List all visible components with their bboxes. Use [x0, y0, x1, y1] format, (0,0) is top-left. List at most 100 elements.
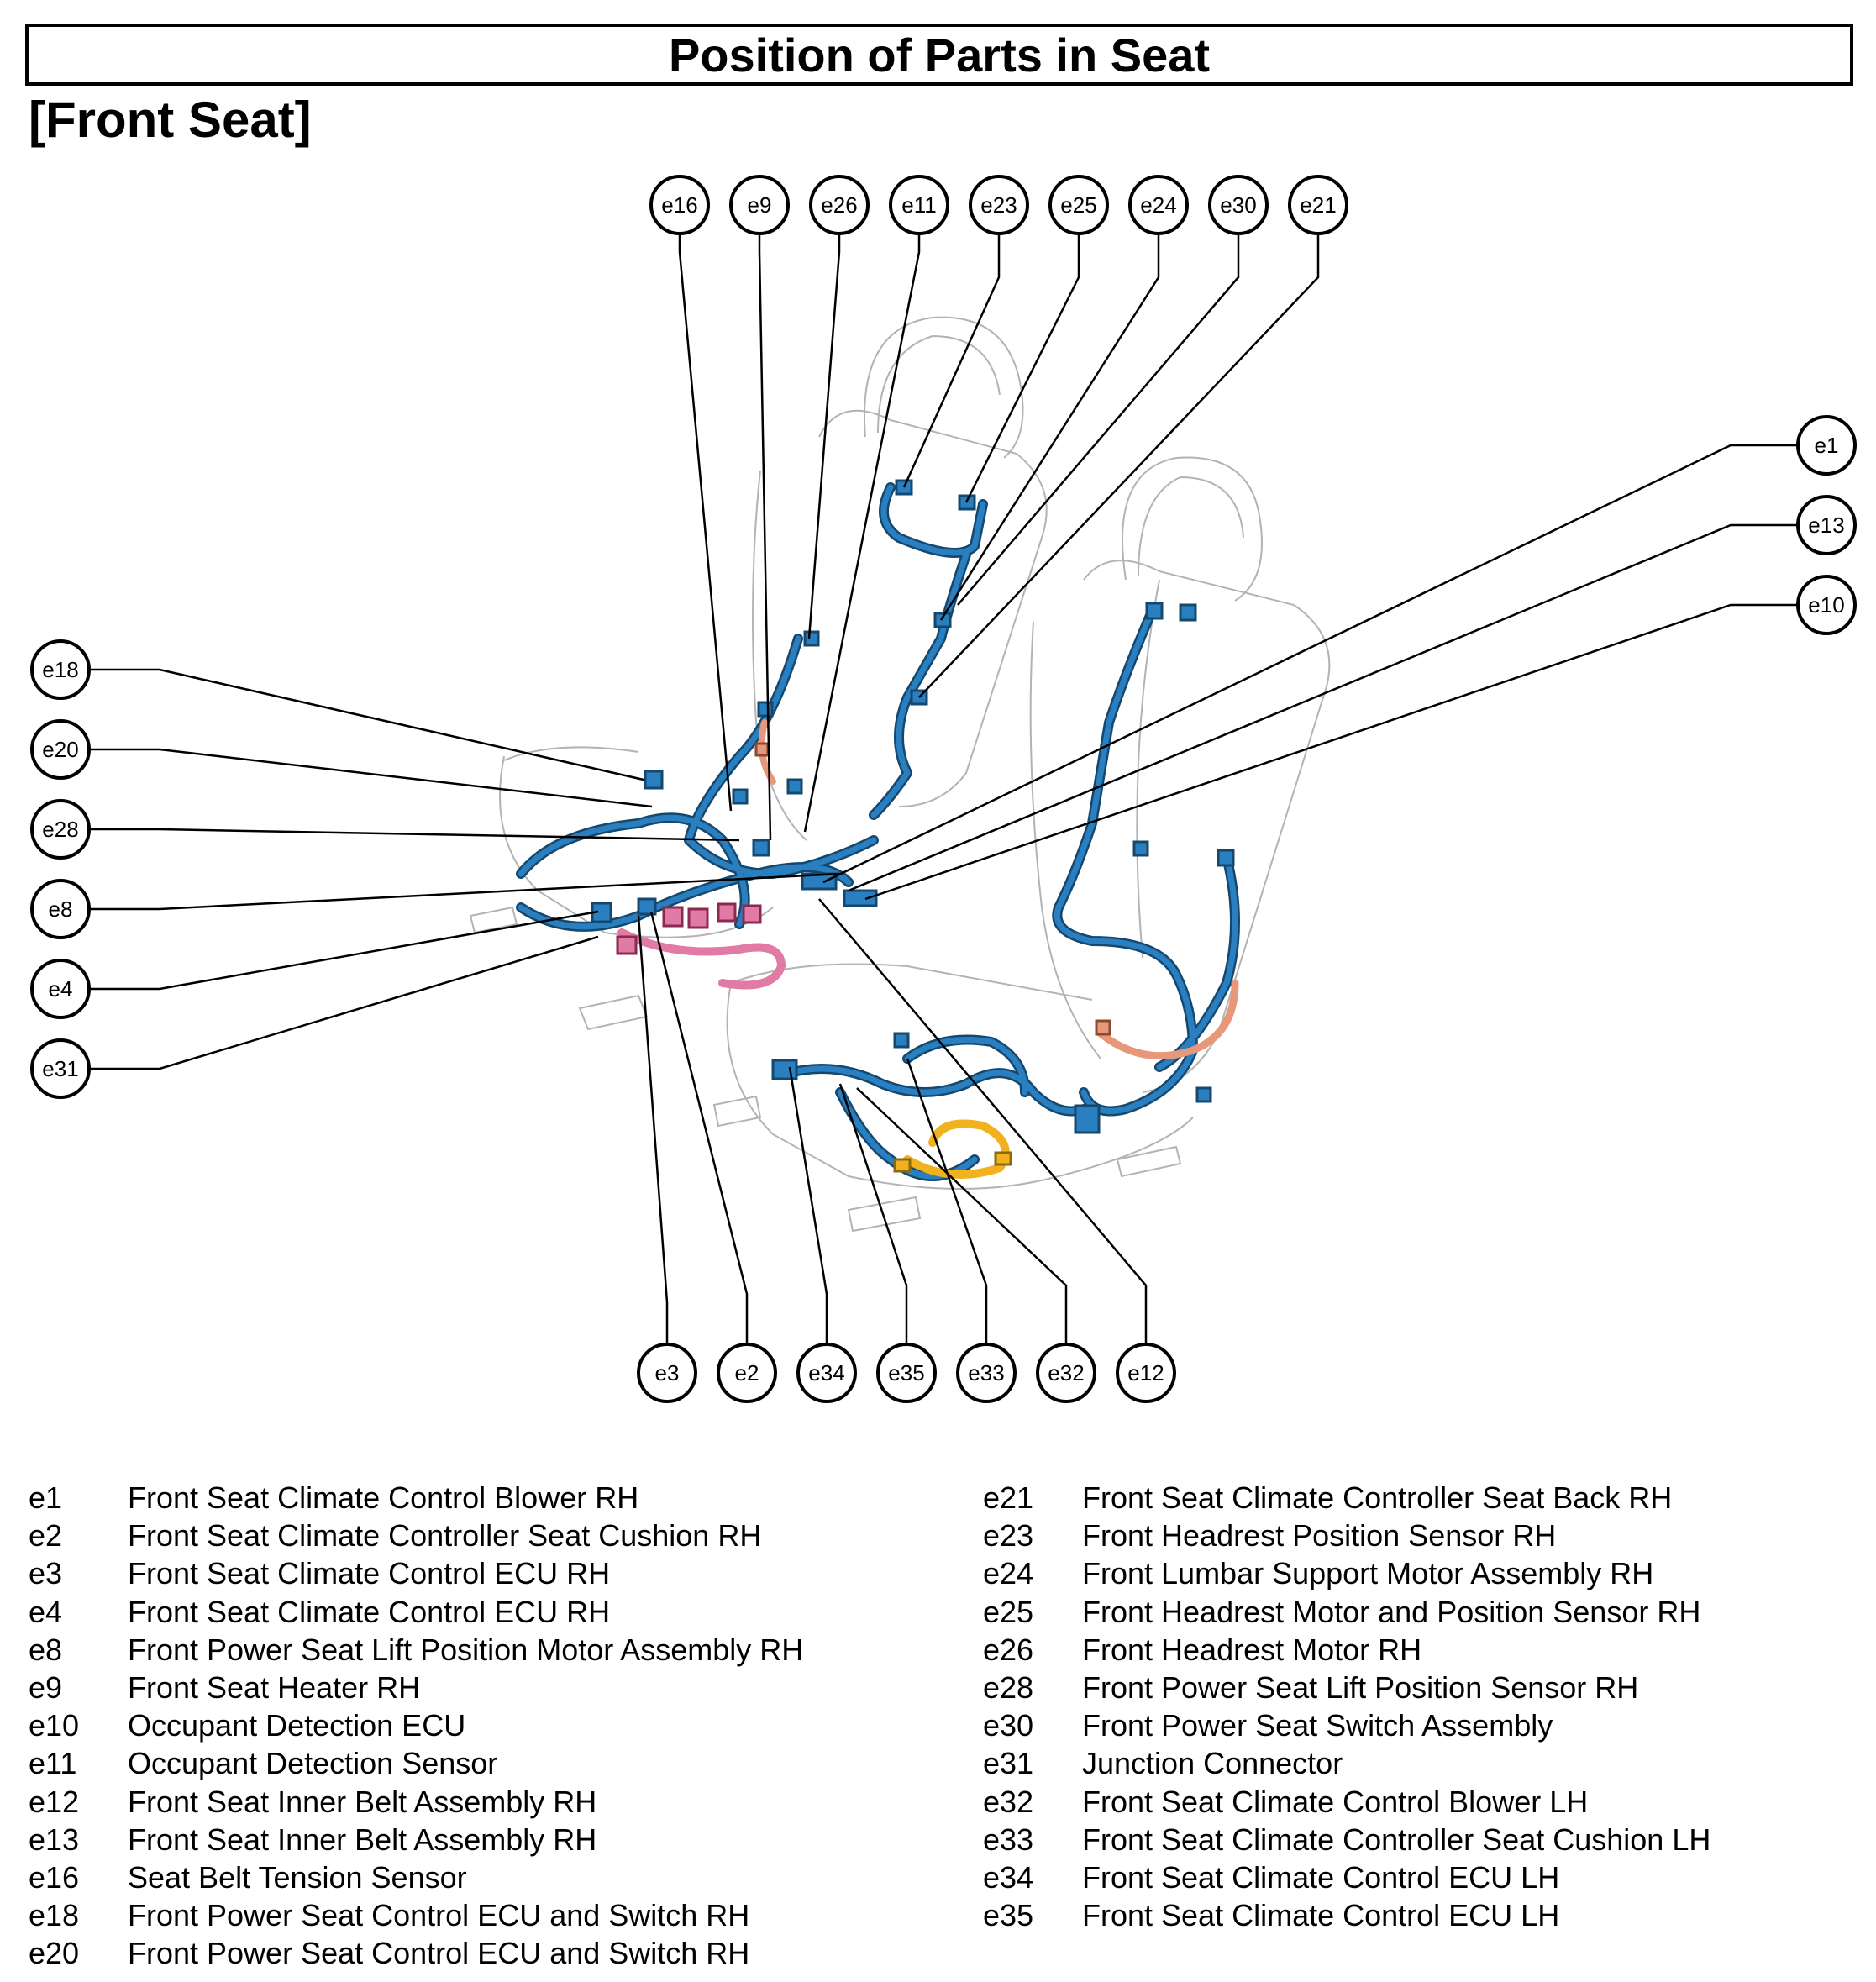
legend-part-name: Front Seat Climate Control Blower LH [1082, 1784, 1589, 1819]
svg-text:e25: e25 [1060, 192, 1096, 218]
legend-code: e26 [983, 1632, 1034, 1667]
legend-row: e34 Front Seat Climate Control ECU LH [983, 1858, 1710, 1896]
legend-row: e30 Front Power Seat Switch Assembly [983, 1706, 1710, 1744]
legend-code: e10 [29, 1708, 80, 1743]
legend-part-name: Occupant Detection ECU [128, 1708, 466, 1743]
callout-e28: e28 [30, 799, 91, 860]
legend-row: e35 Front Seat Climate Control ECU LH [983, 1896, 1710, 1934]
callout-e1: e1 [1796, 415, 1857, 476]
leader-lines [91, 234, 1798, 1353]
legend-part-name: Front Seat Climate Control Blower RH [128, 1480, 639, 1515]
callout-e33: e33 [956, 1343, 1017, 1403]
callout-e13: e13 [1796, 495, 1857, 555]
legend-code: e2 [29, 1518, 63, 1554]
svg-text:e28: e28 [42, 817, 78, 842]
svg-text:e21: e21 [1300, 192, 1336, 218]
callout-e3: e3 [637, 1343, 697, 1403]
legend-part-name: Front Seat Climate Control ECU LH [1082, 1860, 1560, 1895]
callout-e8: e8 [30, 879, 91, 939]
svg-text:e8: e8 [49, 896, 73, 922]
legend-code: e9 [29, 1670, 63, 1706]
legend-part-name: Front Seat Climate Controller Seat Back … [1082, 1480, 1673, 1515]
callout-e21: e21 [1288, 175, 1348, 235]
legend-code: e3 [29, 1556, 63, 1591]
legend-part-name: Front Seat Inner Belt Assembly RH [128, 1784, 597, 1819]
legend-code: e23 [983, 1518, 1034, 1554]
legend-row: e21 Front Seat Climate Controller Seat Ba… [983, 1479, 1710, 1517]
legend-row: e10 Occupant Detection ECU [29, 1706, 803, 1744]
svg-text:e23: e23 [980, 192, 1017, 218]
seat-outline [469, 316, 1331, 1233]
legend-code: e12 [29, 1784, 80, 1819]
svg-text:e32: e32 [1048, 1360, 1084, 1385]
legend-part-name: Seat Belt Tension Sensor [128, 1860, 467, 1895]
callout-e32: e32 [1036, 1343, 1096, 1403]
svg-text:e9: e9 [748, 192, 772, 218]
callout-bubbles: e16 e9 e26 e11 e23 e25 e24 e30 e21 e18 e… [30, 175, 1857, 1403]
legend-part-name: Front Seat Climate Control ECU LH [1082, 1898, 1560, 1933]
legend-code: e18 [29, 1898, 80, 1933]
callout-e35: e35 [876, 1343, 937, 1403]
callout-e30: e30 [1208, 175, 1269, 235]
legend-row: e23 Front Headrest Position Sensor RH [983, 1517, 1710, 1554]
legend-left-column: e1 Front Seat Climate Control Blower RH e… [29, 1479, 803, 1973]
callout-e2: e2 [717, 1343, 777, 1403]
svg-text:e34: e34 [808, 1360, 844, 1385]
svg-text:e1: e1 [1815, 433, 1839, 458]
callout-e24: e24 [1128, 175, 1189, 235]
legend-code: e8 [29, 1632, 63, 1667]
svg-text:e30: e30 [1220, 192, 1256, 218]
svg-text:e26: e26 [821, 192, 857, 218]
legend-part-name: Front Power Seat Lift Position Sensor RH [1082, 1670, 1639, 1706]
svg-text:e4: e4 [49, 976, 73, 1002]
page-title: Position of Parts in Seat [25, 24, 1853, 86]
svg-text:e16: e16 [661, 192, 697, 218]
callout-e12: e12 [1116, 1343, 1176, 1403]
section-subtitle: [Front Seat] [29, 92, 312, 148]
svg-text:e13: e13 [1808, 513, 1844, 538]
legend-right-column: e21 Front Seat Climate Controller Seat Ba… [983, 1479, 1710, 1934]
legend-part-name: Front Power Seat Control ECU and Switch … [128, 1898, 750, 1933]
callout-e23: e23 [969, 175, 1029, 235]
legend-code: e1 [29, 1480, 63, 1515]
callout-e16: e16 [649, 175, 710, 235]
callout-e26: e26 [809, 175, 870, 235]
legend-code: e16 [29, 1860, 80, 1895]
legend-code: e20 [29, 1936, 80, 1971]
legend-code: e34 [983, 1860, 1034, 1895]
svg-text:e24: e24 [1140, 192, 1176, 218]
svg-text:e33: e33 [968, 1360, 1004, 1385]
legend-code: e35 [983, 1898, 1034, 1933]
legend-row: e16 Seat Belt Tension Sensor [29, 1858, 803, 1896]
legend-part-name: Front Seat Climate Control ECU RH [128, 1594, 611, 1629]
legend-part-name: Front Power Seat Switch Assembly [1082, 1708, 1553, 1743]
svg-text:e18: e18 [42, 657, 78, 682]
svg-text:e20: e20 [42, 737, 78, 762]
svg-text:e12: e12 [1127, 1360, 1164, 1385]
legend-part-name: Occupant Detection Sensor [128, 1746, 498, 1781]
legend-row: e12 Front Seat Inner Belt Assembly RH [29, 1783, 803, 1821]
seat-wiring-diagram: e16 e9 e26 e11 e23 e25 e24 e30 e21 e18 e… [30, 175, 1857, 1403]
legend-code: e21 [983, 1480, 1034, 1515]
legend-part-name: Front Seat Inner Belt Assembly RH [128, 1822, 597, 1857]
legend-row: e4 Front Seat Climate Control ECU RH [29, 1593, 803, 1631]
legend-code: e30 [983, 1708, 1034, 1743]
legend-part-name: Front Seat Climate Controller Seat Cushi… [128, 1518, 762, 1554]
legend-code: e4 [29, 1594, 63, 1629]
legend-part-name: Front Headrest Position Sensor RH [1082, 1518, 1557, 1554]
legend-code: e31 [983, 1746, 1034, 1781]
legend-row: e2 Front Seat Climate Controller Seat Cus… [29, 1517, 803, 1554]
callout-e25: e25 [1048, 175, 1109, 235]
legend-row: e1 Front Seat Climate Control Blower RH [29, 1479, 803, 1517]
legend-part-name: Front Headrest Motor RH [1082, 1632, 1422, 1667]
